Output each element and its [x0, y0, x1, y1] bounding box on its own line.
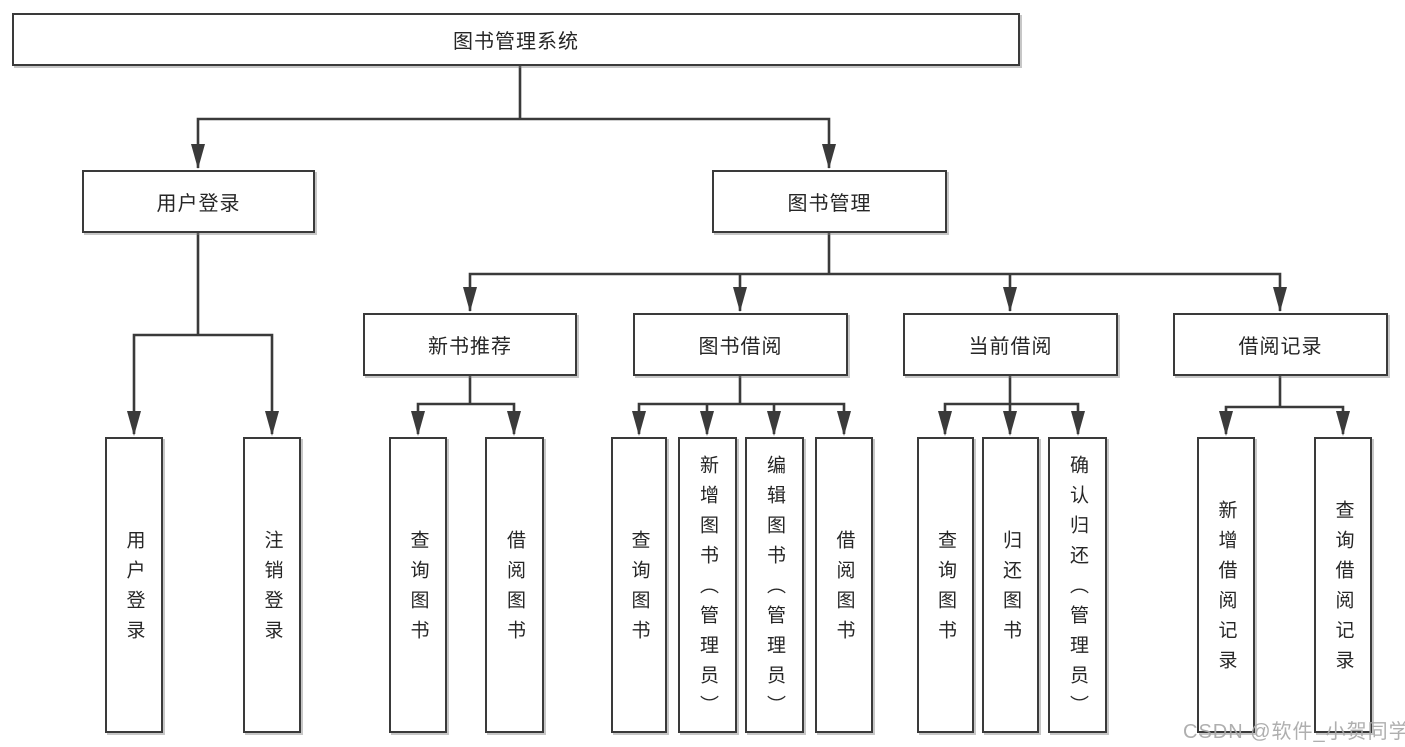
node-user-login: 用户登录 [82, 170, 315, 233]
leaf-logout: 注销登录 [243, 437, 301, 733]
leaf-bb-query-book-label: 查询图书 [628, 530, 650, 650]
node-new-book-rec: 新书推荐 [363, 313, 577, 376]
leaf-nb-query-book: 查询图书 [389, 437, 447, 733]
leaf-cb-query-book-label: 查询图书 [935, 530, 956, 650]
leaf-bb-edit-book: 编辑图书（管理员） [745, 437, 804, 733]
leaf-nb-borrow-book: 借阅图书 [485, 437, 544, 733]
leaf-cb-return-book: 归还图书 [982, 437, 1039, 733]
node-new-book-rec-label: 新书推荐 [428, 336, 512, 358]
node-root: 图书管理系统 [12, 13, 1020, 66]
leaf-nb-borrow-book-label: 借阅图书 [504, 530, 525, 650]
leaf-br-add-record-label: 新增借阅记录 [1215, 500, 1237, 680]
edge-records-rail [1224, 405, 1345, 434]
csdn-watermark: CSDN @软件_小贺同学 [1183, 721, 1405, 743]
leaf-bb-borrow-book: 借阅图书 [815, 437, 873, 733]
leaf-cb-confirm-return: 确认归还（管理员） [1048, 437, 1107, 733]
node-root-label: 图书管理系统 [453, 31, 579, 53]
edge-level3-rail [468, 272, 1282, 311]
node-borrow-records-label: 借阅记录 [1238, 336, 1323, 358]
node-book-mgmt-label: 图书管理 [787, 193, 872, 215]
leaf-br-query-record: 查询借阅记录 [1314, 437, 1372, 733]
leaf-cb-query-book: 查询图书 [917, 437, 974, 733]
node-current-borrow: 当前借阅 [903, 313, 1118, 376]
edge-newbook-rail [416, 402, 516, 434]
node-current-borrow-label: 当前借阅 [968, 336, 1053, 358]
leaf-bb-query-book: 查询图书 [611, 437, 667, 733]
leaf-logout-label: 注销登录 [261, 530, 283, 650]
edge-borrow-rail [637, 402, 846, 434]
node-user-login-label: 用户登录 [156, 193, 241, 215]
leaf-bb-add-book: 新增图书（管理员） [678, 437, 737, 733]
leaf-nb-query-book-label: 查询图书 [407, 530, 429, 650]
edge-userlogin-rail [132, 333, 274, 434]
edge-level1-rail [196, 117, 831, 168]
leaf-cb-confirm-return-label: 确认归还（管理员） [1067, 455, 1088, 725]
leaf-br-query-record-label: 查询借阅记录 [1332, 500, 1354, 680]
leaf-login-label: 用户登录 [123, 530, 145, 650]
leaf-br-add-record: 新增借阅记录 [1197, 437, 1255, 733]
leaf-cb-return-book-label: 归还图书 [1000, 530, 1021, 650]
leaf-bb-add-book-label: 新增图书（管理员） [697, 455, 718, 725]
leaf-bb-borrow-book-label: 借阅图书 [833, 530, 855, 650]
node-book-mgmt: 图书管理 [712, 170, 947, 233]
node-borrow-records: 借阅记录 [1173, 313, 1388, 376]
leaf-login: 用户登录 [105, 437, 163, 733]
arrowheads [127, 144, 1350, 436]
node-book-borrow-label: 图书借阅 [698, 336, 783, 358]
node-book-borrow: 图书借阅 [633, 313, 848, 376]
leaf-bb-edit-book-label: 编辑图书（管理员） [764, 455, 785, 725]
